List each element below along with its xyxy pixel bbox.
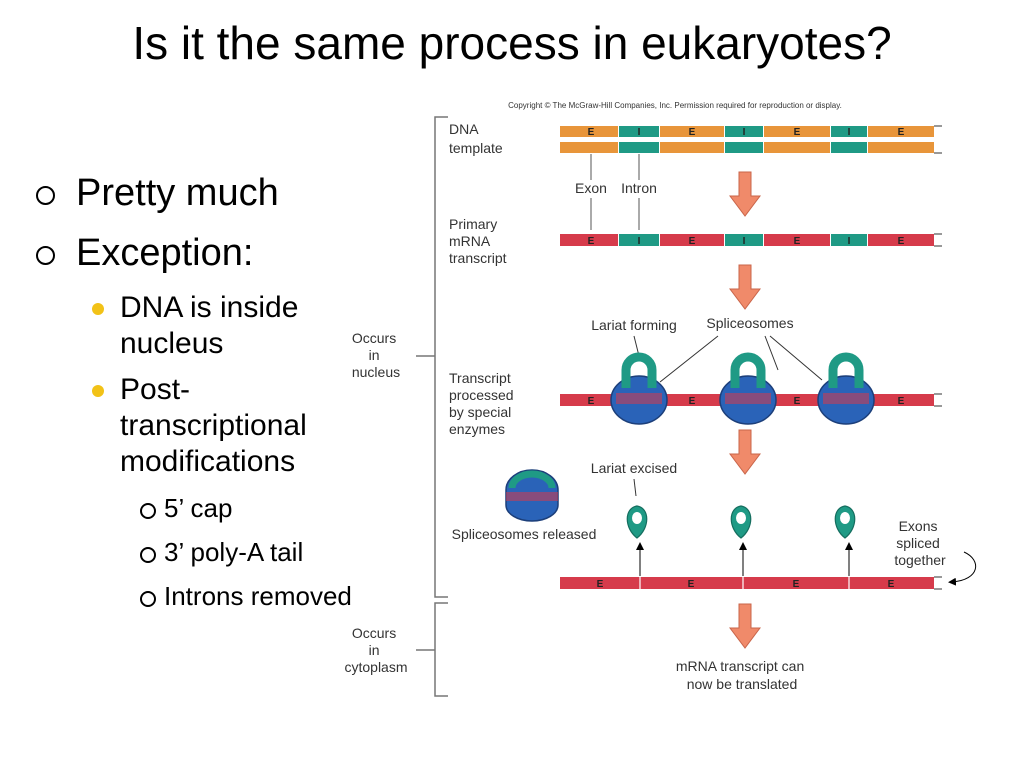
exon-marker: E (898, 236, 905, 247)
down-arrow-icon (729, 264, 761, 310)
exon-marker: E (898, 127, 905, 138)
sub-sub-bullet-item: 5’ cap (32, 490, 352, 526)
callout-lines (633, 478, 637, 497)
bullet-text: Exception: (76, 232, 254, 274)
spliceosome-icon (610, 352, 668, 425)
intron-marker: I (743, 236, 746, 247)
hollow-circle-bullet-icon (140, 591, 156, 607)
hollow-circle-bullet-icon (36, 246, 55, 265)
hollow-circle-bullet-icon (140, 547, 156, 563)
down-arrow-icon (729, 603, 761, 649)
released-spliceosome-icon (505, 469, 559, 522)
spliceosomes-released-label: Spliceosomes released (452, 526, 597, 542)
exon-marker: E (689, 396, 696, 407)
copyright-notice: Copyright © The McGraw-Hill Companies, I… (508, 101, 842, 110)
nucleus-bracket (416, 116, 448, 598)
sub-sub-bullet-text: 3’ poly-A tail (164, 537, 304, 567)
hollow-circle-bullet-icon (36, 186, 55, 205)
callout-lines (590, 154, 640, 230)
exon-marker: E (689, 236, 696, 247)
spliceosomes-label: Spliceosomes (706, 315, 793, 331)
sub-sub-bullet-text: Introns removed (164, 581, 352, 611)
intron-marker: I (848, 127, 851, 138)
exon-marker: E (793, 579, 800, 590)
exon-marker: E (588, 127, 595, 138)
splicing-diagram: Copyright © The McGraw-Hill Companies, I… (344, 101, 977, 697)
cytoplasm-bracket (416, 602, 448, 697)
exon-marker: E (888, 579, 895, 590)
intron-marker: I (743, 127, 746, 138)
exon-marker: E (588, 396, 595, 407)
sub-sub-bullet-text: 5’ cap (164, 493, 233, 523)
sub-bullet-text: Post-transcriptional modifications (120, 373, 307, 478)
intron-marker: I (638, 236, 641, 247)
exon-marker: E (898, 396, 905, 407)
exon-marker: E (597, 579, 604, 590)
occurs-in-nucleus-label: Occurs in nucleus (352, 330, 400, 380)
sub-bullet-item: Post-transcriptional modifications (32, 372, 352, 480)
curved-arrow (948, 551, 977, 586)
dna-template-label: DNA template (449, 121, 503, 156)
intron-marker: I (848, 236, 851, 247)
exons-spliced-label: Exons spliced together (894, 518, 946, 568)
exon-marker: E (688, 579, 695, 590)
dna-template-strand (560, 125, 942, 154)
primary-mrna-strand (560, 233, 942, 247)
spliceosome-icon (817, 352, 875, 425)
spliceosome-icon (719, 352, 777, 425)
yellow-dot-bullet-icon (92, 303, 104, 315)
exon-marker: E (794, 127, 801, 138)
down-arrow-icon (729, 171, 761, 217)
intron-label: Intron (621, 180, 657, 196)
primary-transcript-label: Primary mRNA transcript (449, 216, 507, 266)
exon-marker: E (689, 127, 696, 138)
sub-bullet-text: DNA is inside nucleus (120, 291, 299, 360)
mature-mrna-strand (560, 576, 942, 590)
hollow-circle-bullet-icon (140, 503, 156, 519)
lariat-forming-label: Lariat forming (591, 317, 677, 333)
lariat-icon (626, 505, 648, 539)
mrna-translated-label: mRNA transcript can now be translated (676, 658, 808, 692)
exon-marker: E (794, 236, 801, 247)
sub-sub-bullet-item: Introns removed (32, 578, 352, 614)
bullet-list: Pretty much Exception: DNA is inside nuc… (32, 170, 352, 622)
yellow-dot-bullet-icon (92, 385, 104, 397)
lariat-icon (834, 505, 856, 539)
lariat-icon (730, 505, 752, 539)
down-arrow-icon (729, 429, 761, 475)
exon-marker: E (794, 396, 801, 407)
transcript-processed-label: Transcript processed by special enzymes (449, 370, 517, 437)
bullet-item: Pretty much (32, 170, 352, 216)
callout-lines (633, 335, 823, 383)
occurs-in-cytoplasm-label: Occurs in cytoplasm (344, 625, 407, 675)
exon-label: Exon (575, 180, 607, 196)
bullet-text: Pretty much (76, 172, 279, 214)
intron-marker: I (638, 127, 641, 138)
sub-sub-bullet-item: 3’ poly-A tail (32, 534, 352, 570)
lariat-excised-label: Lariat excised (591, 460, 677, 476)
bullet-item: Exception: (32, 230, 352, 276)
exon-marker: E (588, 236, 595, 247)
slide-title: Is it the same process in eukaryotes? (132, 17, 892, 69)
sub-bullet-item: DNA is inside nucleus (32, 290, 352, 362)
